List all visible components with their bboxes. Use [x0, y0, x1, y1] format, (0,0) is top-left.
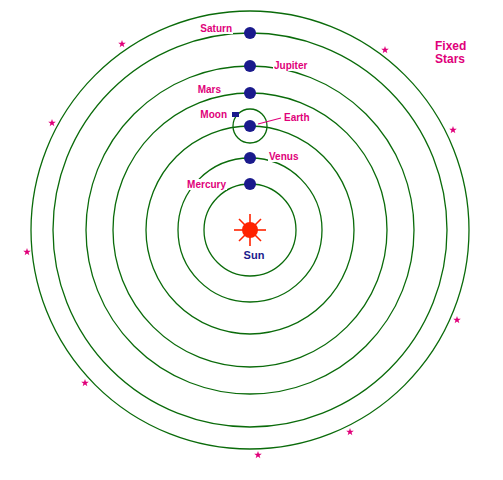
planet-label: Jupiter — [273, 60, 308, 71]
orbit — [53, 33, 447, 427]
orbit — [31, 11, 469, 449]
star-symbol — [449, 126, 457, 133]
planet-label: Mars — [197, 84, 222, 95]
planet-dot — [244, 178, 256, 190]
planet-label: Venus — [268, 151, 299, 162]
leader-line — [258, 118, 281, 124]
orbits — [31, 11, 469, 449]
star-symbol — [346, 428, 354, 435]
star-symbol — [453, 316, 461, 323]
moon-dot — [232, 112, 239, 117]
fixed-stars-label: Fixed Stars — [434, 40, 478, 66]
planets — [232, 27, 256, 190]
star-symbol — [81, 379, 89, 386]
planet-label: Saturn — [199, 23, 233, 34]
planet-dot — [244, 60, 256, 72]
orbit — [86, 66, 414, 394]
moon-orbit — [233, 109, 267, 143]
star-symbol — [254, 451, 262, 458]
sun-symbol — [234, 214, 266, 246]
orbit — [204, 184, 296, 276]
planet-dot — [244, 87, 256, 99]
orbit — [146, 126, 354, 334]
planet-label: Earth — [283, 112, 311, 123]
star-symbol — [48, 119, 56, 126]
sun-label: Sun — [243, 249, 266, 261]
orbit — [178, 158, 322, 302]
planet-dot — [244, 152, 256, 164]
star-symbol — [118, 40, 126, 47]
fixed-stars — [23, 40, 461, 458]
planet-label: Mercury — [186, 179, 227, 190]
orbit — [113, 93, 387, 367]
planet-dot — [244, 27, 256, 39]
star-symbol — [381, 46, 389, 53]
star-symbol — [23, 248, 31, 255]
moon-label: Moon — [199, 109, 228, 120]
planet-dot — [244, 120, 256, 132]
